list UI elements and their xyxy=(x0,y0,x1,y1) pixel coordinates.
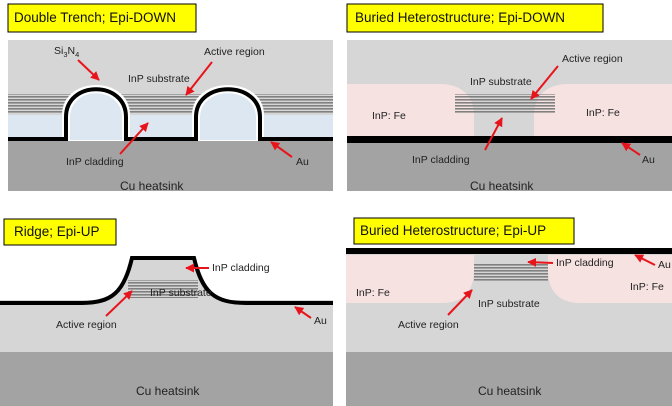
au-contact-line xyxy=(346,248,672,254)
panel-title-box xyxy=(353,217,575,245)
panel-title-box xyxy=(346,3,604,33)
heatsink-label: Cu heatsink xyxy=(470,179,534,193)
inp-fe-left-region xyxy=(346,255,474,303)
inp-substrate-label: InP substrate xyxy=(470,76,532,88)
inp-cladding-label: InP cladding xyxy=(556,257,614,269)
heatsink-label: Cu heatsink xyxy=(136,384,200,398)
inp-fe-right-region xyxy=(548,255,672,303)
arrow-inp-cladding xyxy=(119,122,149,155)
inp-fe-left-label: InP: Fe xyxy=(356,287,390,299)
inp-substrate-label: InP substrate xyxy=(128,73,190,85)
arrow-au xyxy=(621,142,641,156)
inp-cladding-label: InP cladding xyxy=(412,154,470,166)
inp-fe-right-label: InP: Fe xyxy=(586,107,620,119)
inp-fe-left-region xyxy=(347,84,474,136)
panel-bh-epi-up: Buried Heterostructure; Epi-UP Au InP cl… xyxy=(346,217,672,406)
arrow-inp-cladding xyxy=(527,257,554,267)
au-contact-line xyxy=(0,256,333,305)
trench-left xyxy=(70,93,122,140)
panel-title: Double Trench; Epi-DOWN xyxy=(14,10,176,25)
panel-title: Ridge; Epi-UP xyxy=(14,224,100,239)
cu-heatsink xyxy=(347,143,672,191)
arrow-au xyxy=(270,141,293,158)
arrow-active-region xyxy=(530,65,559,100)
cu-heatsink xyxy=(346,352,672,406)
arrow-si3n4 xyxy=(77,59,100,81)
panel-title: Buried Heterostructure; Epi-DOWN xyxy=(355,10,565,25)
active-region-label: Active region xyxy=(562,53,623,65)
au-label: Au xyxy=(296,156,309,168)
cladding-strip xyxy=(8,115,333,137)
si3n4-label: Si3N4 xyxy=(54,45,79,59)
arrow-active-region xyxy=(105,290,133,317)
inp-fe-left-label: InP: Fe xyxy=(372,110,406,122)
cu-heatsink xyxy=(0,352,333,406)
au-label: Au xyxy=(658,259,671,271)
arrow-inp-cladding xyxy=(484,117,503,151)
panel-title-box xyxy=(7,3,197,33)
heatsink-label: Cu heatsink xyxy=(478,384,542,398)
inp-substrate-label: InP substrate xyxy=(150,287,212,299)
active-region-label: Active region xyxy=(56,319,117,331)
inp-cladding-label: InP cladding xyxy=(66,156,124,168)
arrow-au xyxy=(634,254,656,266)
au-label: Au xyxy=(642,154,655,166)
inp-substrate-label: InP substrate xyxy=(478,298,540,310)
panel-double-trench: Double Trench; Epi-DOWN Si3N4 Active reg… xyxy=(7,3,333,193)
inp-fe-right-region xyxy=(534,84,672,136)
au-label: Au xyxy=(314,315,327,327)
active-region-layers xyxy=(455,94,555,114)
arrow-au xyxy=(294,306,312,319)
arrow-active-region xyxy=(185,61,213,96)
active-region-layers xyxy=(128,280,198,298)
au-contact-line xyxy=(347,136,672,143)
inp-fe-right-label: InP: Fe xyxy=(630,281,664,293)
active-region-label: Active region xyxy=(398,319,459,331)
au-contact-line xyxy=(8,87,333,141)
panel-title-box xyxy=(3,218,117,246)
active-region-layers xyxy=(474,264,548,282)
heatsink-label: Cu heatsink xyxy=(120,179,184,193)
trench-right xyxy=(200,93,256,140)
inp-substrate-region xyxy=(0,300,333,352)
panel-bh-epi-down: Buried Heterostructure; Epi-DOWN Active … xyxy=(346,3,672,193)
panel-ridge-epi-up: Ridge; Epi-UP InP cladding InP substrate… xyxy=(0,218,333,406)
active-region-layers xyxy=(8,94,333,114)
active-region-label: Active region xyxy=(204,46,265,58)
panel-title: Buried Heterostructure; Epi-UP xyxy=(360,223,546,238)
inp-cladding-label: InP cladding xyxy=(212,262,270,274)
arrow-active-region xyxy=(447,289,473,316)
